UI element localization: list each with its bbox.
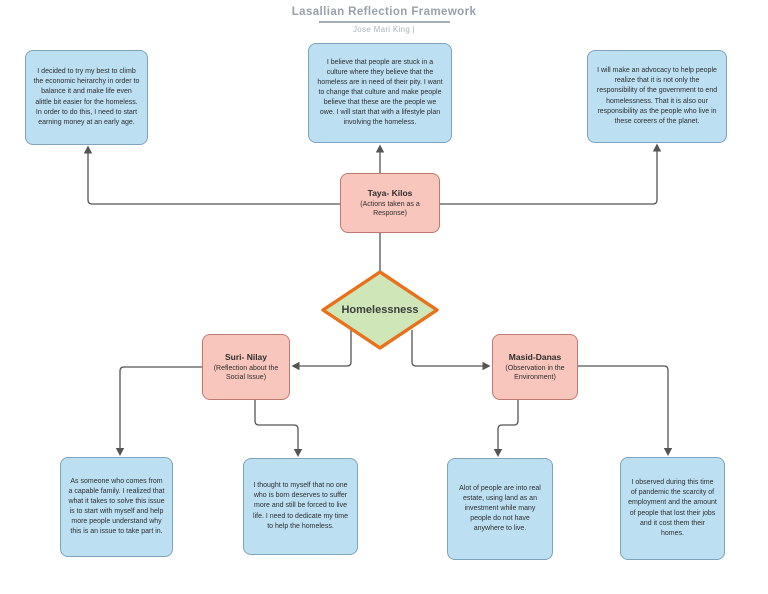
connector-taya-to-note-top-left[interactable]: [83, 145, 340, 205]
note-text: Alot of people are into real estate, usi…: [459, 484, 541, 533]
node-title: Taya- Kilos: [367, 187, 413, 198]
note-text: I decided to try my best to climb the ec…: [33, 68, 140, 126]
note-bottom-3[interactable]: Alot of people are into real estate, usi…: [447, 458, 553, 560]
connector-taya-to-note-top-right[interactable]: [440, 143, 662, 205]
node-title: Suri- Nilay: [224, 351, 268, 362]
node-subtitle: (Observation in the Environment): [505, 364, 565, 381]
node-subtitle: (Reflection about the Social Issue): [213, 364, 279, 381]
title-underline: [318, 21, 450, 23]
connector-suri-to-note-bottom-1[interactable]: [115, 366, 202, 456]
node-taya-kilos[interactable]: Taya- Kilos (Actions taken as a Response…: [340, 173, 440, 233]
diamond-node-label: Homelessness: [341, 304, 419, 316]
note-text: I observed during this time of pandemic …: [628, 479, 717, 537]
page-header: Lasallian Reflection Framework Jose Mari…: [0, 0, 768, 34]
note-top-left[interactable]: I decided to try my best to climb the ec…: [25, 50, 148, 145]
connector-taya-to-note-top-center[interactable]: [375, 144, 385, 174]
note-bottom-1[interactable]: As someone who comes from a capable fami…: [60, 457, 173, 557]
page-title: Lasallian Reflection Framework: [291, 6, 477, 18]
node-subtitle: (Actions taken as a Response): [360, 200, 420, 217]
note-bottom-4[interactable]: I observed during this time of pandemic …: [620, 457, 725, 560]
note-text: I will make an advocacy to help people r…: [596, 67, 718, 125]
connector-diamond-to-suri[interactable]: [291, 329, 352, 371]
node-suri-nilay[interactable]: Suri- Nilay (Reflection about the Social…: [202, 334, 290, 400]
connector-masid-to-note-bottom-4[interactable]: [578, 365, 673, 456]
note-text: As someone who comes from a capable fami…: [68, 477, 165, 536]
connector-diamond-to-masid[interactable]: [411, 330, 491, 371]
note-top-center[interactable]: I believe that people are stuck in a cul…: [308, 43, 452, 143]
note-text: I believe that people are stuck in a cul…: [317, 58, 443, 127]
connector-suri-to-note-bottom-2[interactable]: [254, 400, 303, 457]
node-title: Masid-Danas: [508, 351, 562, 362]
note-top-right[interactable]: I will make an advocacy to help people r…: [587, 50, 727, 143]
node-masid-danas[interactable]: Masid-Danas (Observation in the Environm…: [492, 334, 578, 400]
note-text: I thought to myself that no one who is b…: [253, 482, 348, 530]
diamond-node[interactable]: [321, 270, 439, 350]
connector-masid-to-note-bottom-3[interactable]: [493, 400, 519, 457]
author-name: Jose Mari King |: [352, 25, 415, 34]
note-bottom-2[interactable]: I thought to myself that no one who is b…: [243, 458, 358, 555]
